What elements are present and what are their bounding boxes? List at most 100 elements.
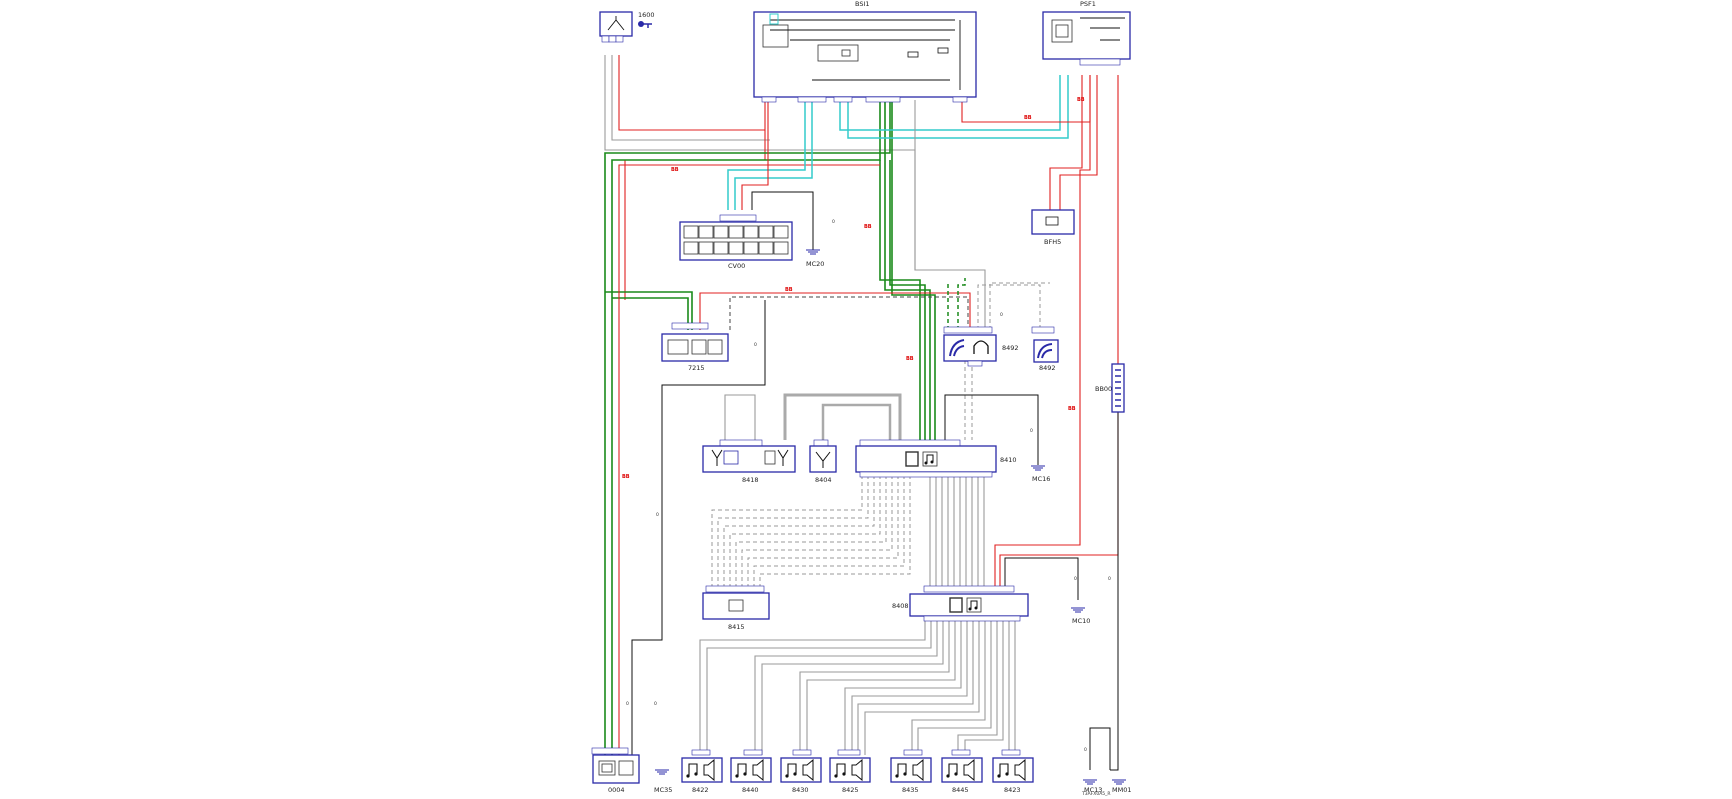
wire-number: 0 — [1074, 576, 1077, 582]
speaker-8445: 8445 — [941, 749, 983, 794]
screen-icon — [905, 451, 919, 467]
screen-icon — [764, 450, 776, 465]
component-cv00: CV00 — [679, 214, 793, 270]
ground-symbols — [655, 249, 1126, 785]
speaker-8440: 8440 — [730, 749, 772, 794]
component-label: 8435 — [902, 786, 919, 794]
antenna-icon — [1037, 343, 1053, 359]
component-label: BSI1 — [855, 0, 870, 8]
speaker-icon — [1014, 758, 1026, 782]
component-label: BB00 — [1095, 385, 1112, 393]
music-note-icon — [966, 597, 982, 613]
ground-label: MC20 — [806, 260, 824, 268]
fuse-icon — [937, 47, 949, 54]
wires — [604, 55, 1119, 771]
music-note-icon — [922, 451, 938, 467]
fuse-icon — [907, 51, 919, 58]
music-note-icon — [895, 763, 907, 778]
ground-icon — [1031, 465, 1045, 471]
component-8404: 8404 — [809, 439, 837, 484]
ground-label: MC13 — [1084, 786, 1102, 794]
component-bb00: BB00 — [1095, 363, 1125, 413]
switch-icon — [607, 16, 625, 31]
wire-markers: BB BB BB BB BB BB BB BB 0 0 0 0 0 0 0 0 … — [622, 97, 1111, 753]
wire-number: 0 — [1084, 747, 1087, 753]
speaker-8430: 8430 — [780, 749, 822, 794]
screen-icon — [949, 597, 963, 613]
headphones-icon — [973, 340, 989, 354]
component-label: 8445 — [952, 786, 969, 794]
music-note-icon — [686, 763, 698, 778]
component-label: 8492 — [1039, 364, 1056, 372]
component-7215: 7215 — [661, 322, 729, 372]
component-8410: 8410 — [855, 439, 1017, 478]
component-label: 8423 — [1004, 786, 1021, 794]
component-label: 8430 — [792, 786, 809, 794]
ground-label: MC10 — [1072, 617, 1090, 625]
screen-icon — [691, 339, 707, 355]
ground-icon — [1071, 607, 1085, 613]
ground-label: MC16 — [1032, 475, 1050, 483]
component-label: BFH5 — [1044, 238, 1061, 246]
speaker-8423: 8423 — [992, 749, 1034, 794]
component-8418: 8418 — [702, 439, 796, 484]
component-8415: 8415 — [702, 585, 770, 631]
screen-icon — [728, 599, 744, 612]
wire-number: 0 — [626, 701, 629, 707]
wire-code: BB — [906, 356, 914, 362]
speaker-icon — [703, 758, 715, 782]
component-label: 1600 — [638, 11, 655, 19]
wire-code: BB — [1024, 115, 1032, 121]
speaker-icon — [752, 758, 764, 782]
component-label: 8408 — [892, 602, 909, 610]
antenna-icon — [777, 449, 789, 466]
component-label: 8425 — [842, 786, 859, 794]
wire-number: 0 — [754, 342, 757, 348]
component-8492-remote: 8492 — [1031, 326, 1059, 372]
ground-icon — [655, 769, 669, 775]
wire-code: BB — [785, 287, 793, 293]
antenna-icon — [949, 339, 965, 357]
music-note-icon — [735, 763, 747, 778]
speaker-icon — [802, 758, 814, 782]
music-note-icon — [834, 763, 846, 778]
fuse-icon — [1045, 216, 1059, 226]
music-note-icon — [997, 763, 1009, 778]
wire-number: 0 — [832, 219, 835, 225]
component-label: 8410 — [1000, 456, 1017, 464]
component-label: 8415 — [728, 623, 745, 631]
screen-icon — [598, 760, 616, 776]
wire-number: 0 — [1108, 576, 1111, 582]
speaker-icon — [618, 760, 634, 776]
component-label: 8492 — [1002, 344, 1019, 352]
wire-number: 0 — [654, 701, 657, 707]
speaker-8422: 8422 — [681, 749, 723, 794]
ground-label: MC35 — [654, 786, 672, 794]
wire-code: BB — [864, 224, 872, 230]
switch-icon — [707, 339, 723, 355]
cv00-icons — [683, 225, 789, 255]
wire-number: 0 — [1000, 312, 1003, 318]
component-psf1: PSF1 — [1042, 0, 1131, 66]
speaker-icon — [963, 758, 975, 782]
speaker-icon — [851, 758, 863, 782]
wire-number: 0 — [656, 512, 659, 518]
component-label: 8440 — [742, 786, 759, 794]
wire-code: BB — [622, 474, 630, 480]
ground-icon — [1083, 779, 1097, 785]
component-label: PSF1 — [1080, 0, 1096, 8]
component-label: 8422 — [692, 786, 709, 794]
wire-code: BB — [1068, 406, 1076, 412]
speaker-8425: 8425 — [829, 749, 871, 794]
antenna-icon — [711, 449, 723, 466]
wire-number: 0 — [1030, 428, 1033, 434]
bsi1-connector-pins — [761, 96, 968, 103]
component-label: 7215 — [688, 364, 705, 372]
component-0004: 0004 — [591, 747, 640, 794]
ground-icon — [806, 249, 820, 255]
component-label: 8404 — [815, 476, 832, 484]
music-note-icon — [946, 763, 958, 778]
footer-ref: T3AFX0A5_R — [1081, 791, 1111, 797]
component-8492: 8492 — [943, 326, 1019, 367]
